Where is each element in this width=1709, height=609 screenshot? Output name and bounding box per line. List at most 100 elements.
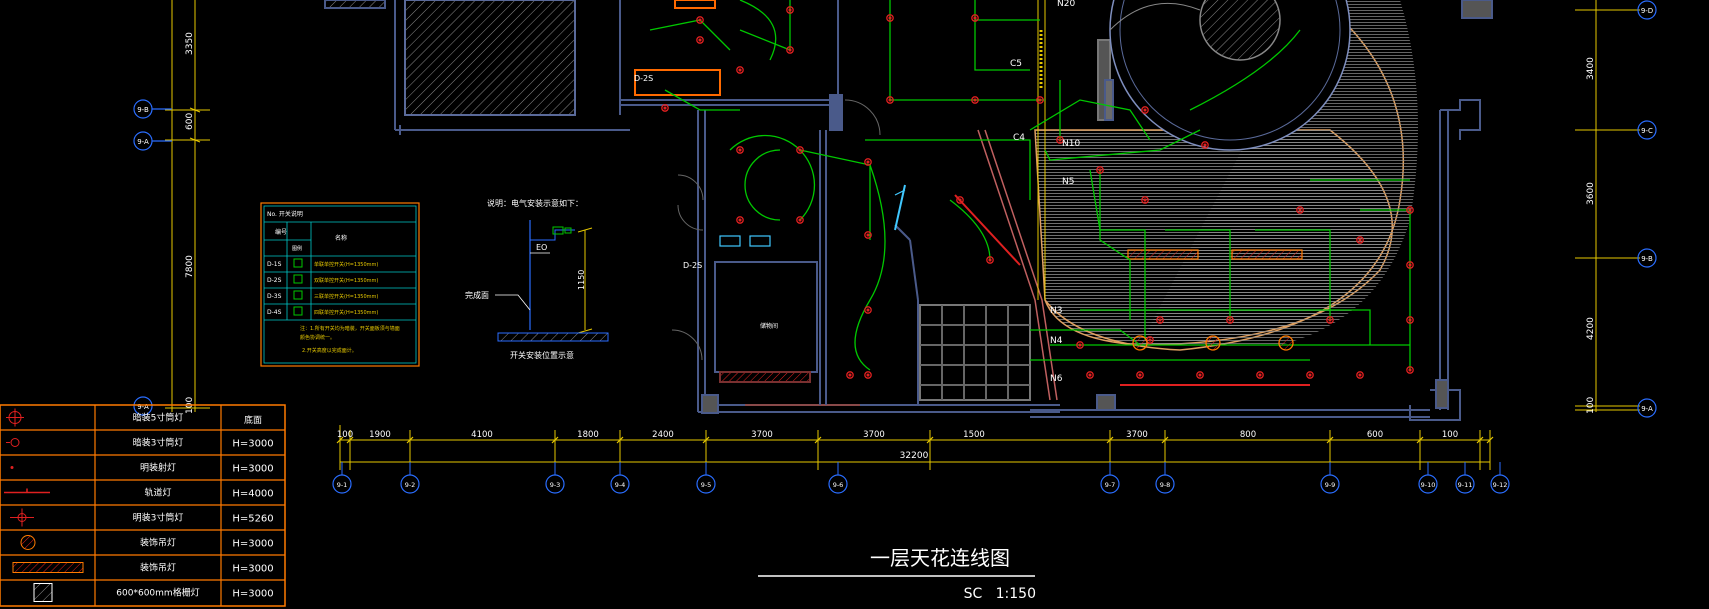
switch-legend-header-code: 编号 (275, 228, 287, 236)
dimension-segment-label: 3700 (751, 430, 773, 440)
right-dimension-line (1575, 0, 1640, 412)
lighting-legend-height: H=3000 (232, 439, 273, 450)
decorative-chandelier-icon (12, 562, 84, 573)
grid-axis-bubble: 9-4 (610, 462, 630, 494)
circuit-label-c5: C5 (1010, 59, 1022, 69)
downlight-icon (1156, 316, 1164, 324)
circuit-label-n10: N10 (1062, 139, 1080, 149)
drawing-title: 一层天花连线图 (870, 546, 1010, 570)
switch-legend-header-name: 名称 (335, 234, 347, 242)
switch-description: 四联单控开关(H=1350mm) (314, 309, 378, 316)
switch-label: D-2S (683, 261, 702, 270)
dimension-tick-mark (1326, 436, 1334, 444)
downlight-icon (696, 36, 704, 44)
left-dim-600: 600 (185, 113, 195, 130)
switch-legend-note: 注：1.所有开关均为暗装，开关面板须与墙面 (300, 325, 400, 332)
downlight-icon (1201, 141, 1209, 149)
downlight-icon (1326, 316, 1334, 324)
downlight-icon (864, 231, 872, 239)
right-dim-3400: 3400 (1586, 57, 1596, 80)
recessed-5in-downlight-icon (6, 408, 24, 427)
track-light-icon (4, 488, 50, 494)
grid-axis-bubble: 9-3 (545, 462, 565, 494)
recessed-3in-downlight-icon (6, 438, 20, 447)
room-label: 储物间 (760, 322, 778, 330)
dimension-tick-mark (346, 436, 354, 444)
dimension-tick-mark (926, 436, 934, 444)
track-lights (894, 184, 1310, 386)
grid-axis-bubble: 9-12 (1490, 462, 1510, 494)
downlight-icon (1406, 206, 1414, 214)
pendant-light-icon (1132, 335, 1148, 351)
detail-title: 说明：电气安装示意如下： (487, 198, 583, 208)
lighting-legend-name: 600*600mm格栅灯 (116, 587, 199, 599)
switch-icon (293, 274, 303, 284)
dimension-tick-mark (616, 436, 624, 444)
dimension-segment-label: 1800 (577, 430, 599, 440)
downlights (661, 6, 1414, 379)
switch-icon (293, 258, 303, 268)
pendant-rectangles (1127, 249, 1303, 260)
lighting-legend-name: 暗装5寸筒灯 (133, 412, 184, 424)
pendant-light-icon (1205, 335, 1221, 351)
grid-axis-bubble: 9-9 (1320, 462, 1340, 494)
decorative-pendant-icon (20, 535, 36, 550)
switch-code: D-2S (267, 277, 282, 284)
switch-legend-header-icon: 图例 (292, 245, 302, 252)
left-grid-label: 9-A (137, 138, 149, 146)
dimension-segment-label: 100 (337, 430, 353, 440)
circular-lobby-area (1034, 0, 1418, 351)
downlight-icon (736, 66, 744, 74)
circuit-label-n3: N3 (1050, 306, 1062, 316)
downlight-icon (846, 371, 854, 379)
grid-axis-bubble: 9-5 (696, 462, 716, 494)
downlight-icon (971, 96, 979, 104)
dimension-segment-label: 3700 (1126, 430, 1148, 440)
dimension-segment-label: 1900 (369, 430, 391, 440)
right-grid-label: 9-B (1641, 255, 1653, 263)
downlight-icon (1256, 371, 1264, 379)
lighting-legend-height: H=5260 (232, 514, 273, 525)
circuit-label-n4: N4 (1050, 336, 1063, 346)
downlight-icon (886, 96, 894, 104)
left-dim-7800: 7800 (185, 255, 195, 278)
detail-caption: 开关安装位置示意 (510, 350, 574, 360)
circuit-label-c4: C4 (1013, 133, 1025, 143)
grid-axis-bubble: 9-2 (400, 462, 420, 494)
switch-description: 三联单控开关(H=1350mm) (314, 293, 378, 300)
downlight-icon (1136, 371, 1144, 379)
grid-axis-label: 9-7 (1105, 481, 1116, 489)
grid-axis-label: 9-10 (1421, 481, 1436, 489)
grid-axis-bubble: 9-10 (1418, 462, 1438, 494)
height-label: 1150 (577, 270, 586, 290)
switch-code: D-4S (267, 309, 282, 316)
switch-icon (293, 306, 303, 316)
lighting-legend-height: H=4000 (232, 489, 273, 500)
downlight-icon (736, 146, 744, 154)
grid-axis-bubble: 9-11 (1455, 462, 1475, 494)
left-grid-label: 9-A (137, 403, 149, 411)
drawing-title-block: 一层天花连线图 SC 1:150 (758, 546, 1036, 602)
circuit-label-n20: N20 (1057, 0, 1075, 9)
switch-legend-title: No. 开关说明 (267, 210, 303, 218)
downlight-icon (1406, 261, 1414, 269)
switch-label: D-2S (634, 74, 653, 83)
downlight-icon (786, 6, 794, 14)
left-dimension-line (165, 0, 210, 412)
dimension-tick-mark (1486, 436, 1494, 444)
downlight-icon (1226, 316, 1234, 324)
grid-axis-label: 9-8 (1160, 481, 1171, 489)
dimension-segment-label: 800 (1240, 430, 1256, 440)
dimension-segment-label: 2400 (652, 430, 674, 440)
downlight-icon (796, 146, 804, 154)
dimension-segment-label: 4100 (471, 430, 493, 440)
right-dim-4200: 4200 (1586, 317, 1596, 340)
switch-description: 双联单控开关(H=1350mm) (314, 277, 378, 284)
downlight-icon (1141, 196, 1149, 204)
switch-legend-note: 2.开关高度以完成面计。 (302, 347, 357, 354)
